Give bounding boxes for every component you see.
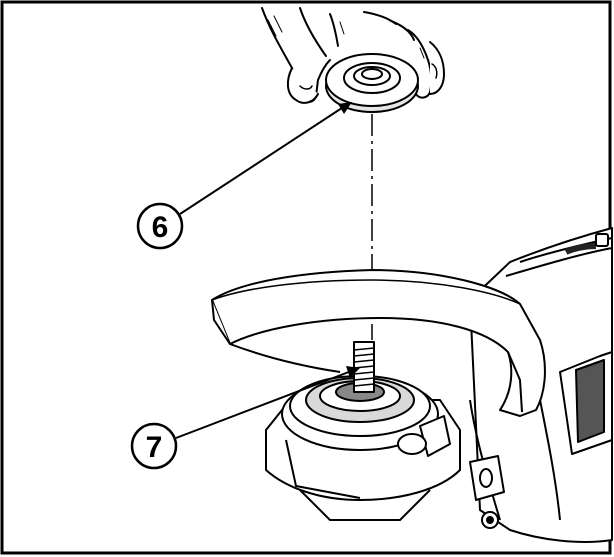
callout-6-label: 6 (152, 211, 169, 244)
callout-7-leader (175, 369, 355, 439)
callout-6-group: 6 (136, 102, 352, 250)
callout-7-arrowhead (346, 366, 360, 378)
callout-6-arrowhead (338, 102, 352, 114)
outer-flange (325, 53, 419, 113)
callout-7-label: 7 (146, 431, 163, 464)
callout-7-group: 7 (130, 366, 360, 470)
callout-6-circle (136, 202, 184, 250)
wheel-guard (211, 269, 546, 417)
callout-7-circle (130, 422, 178, 470)
hand-illustration (261, 7, 445, 104)
gear-head (265, 341, 461, 521)
callout-6-leader (179, 103, 349, 215)
